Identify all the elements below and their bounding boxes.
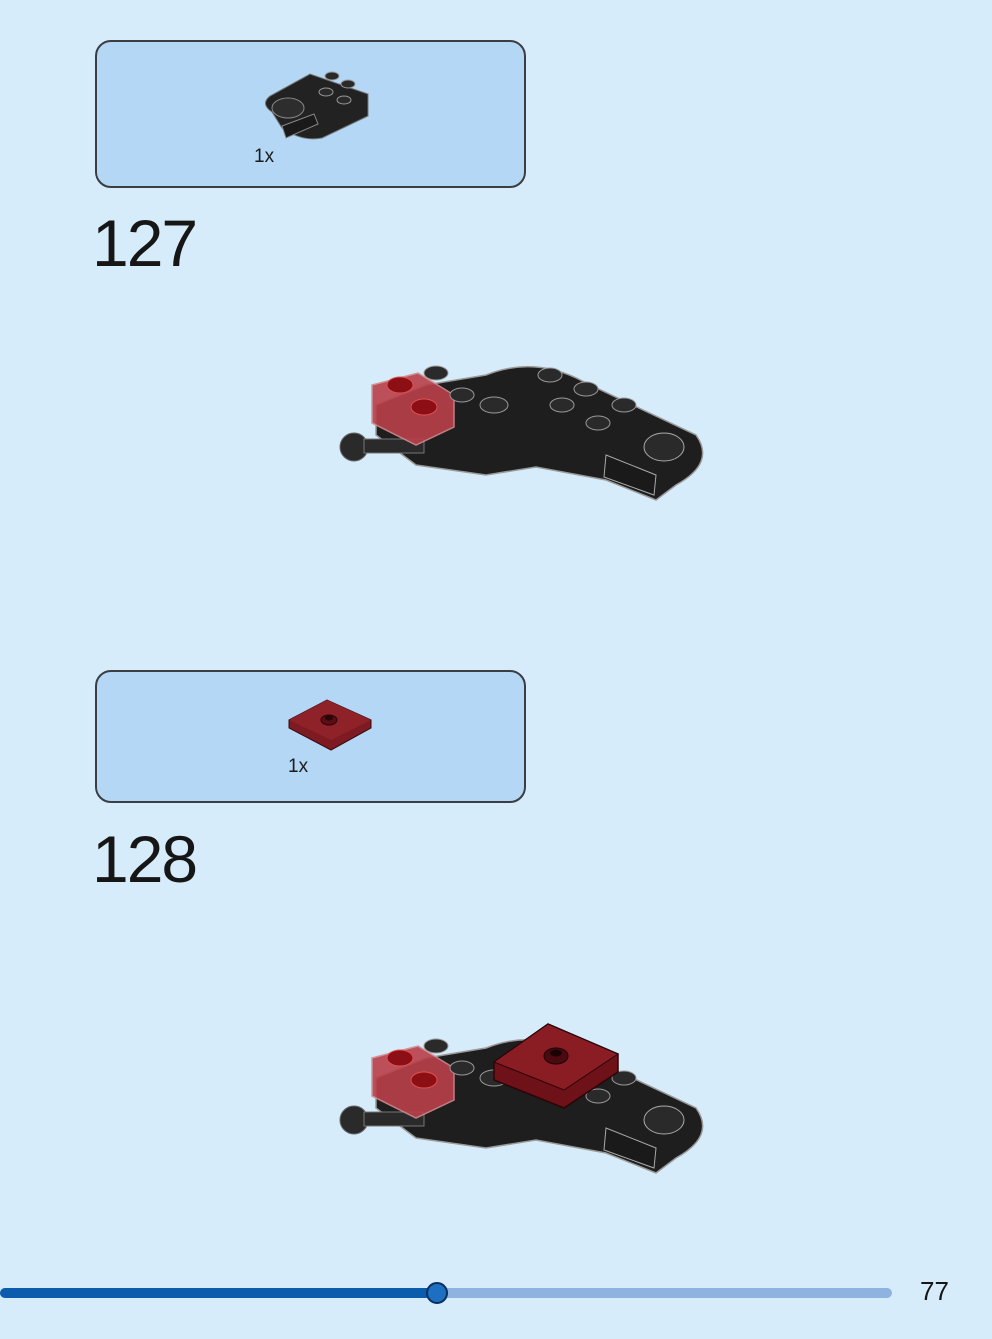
part-quantity: 1x <box>288 756 309 777</box>
part-quantity: 1x <box>254 146 275 167</box>
black-clip-plate-icon <box>265 71 369 140</box>
step-number: 128 <box>92 822 198 896</box>
parts-callout-128: 1x <box>95 670 526 803</box>
assembly-model-step-127 <box>339 365 704 501</box>
progress-fill <box>0 1288 437 1298</box>
progress-indicator-dot <box>426 1282 448 1304</box>
assembly-model-step-128 <box>339 1023 704 1174</box>
parts-callout-127: 1x <box>95 40 526 188</box>
dark-red-jumper-tile-icon <box>288 699 372 751</box>
step-number: 127 <box>92 206 198 280</box>
page-number: 77 <box>920 1276 949 1306</box>
